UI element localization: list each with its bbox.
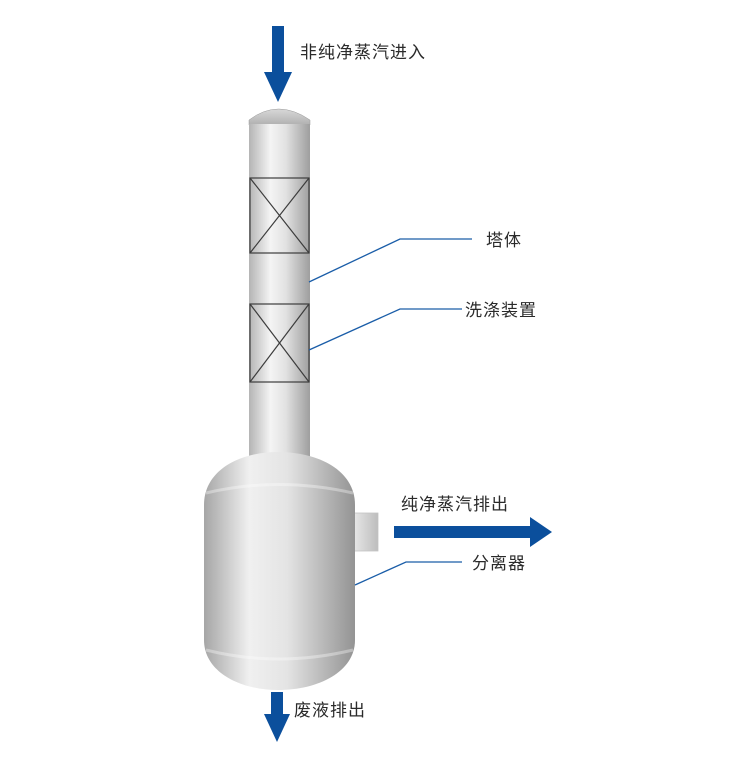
outlet-nozzle	[353, 512, 379, 552]
pure-steam-outlet-arrow	[394, 517, 552, 547]
separator-label: 分离器	[472, 554, 526, 574]
waste-outlet-arrow	[264, 692, 290, 742]
tower-body-label: 塔体	[486, 231, 522, 251]
washing-packing-upper	[249, 177, 310, 254]
leader-tower-body	[308, 238, 472, 283]
waste-outlet-label: 废液排出	[294, 701, 366, 721]
separator-vessel	[204, 452, 355, 690]
washing-device-label: 洗涤装置	[465, 301, 537, 321]
leader-washing-device	[308, 308, 462, 351]
leader-separator	[354, 561, 462, 586]
inlet-arrow	[264, 26, 292, 102]
pure-steam-outlet-label: 纯净蒸汽排出	[401, 495, 509, 515]
tower-column	[248, 108, 311, 462]
washing-packing-lower	[249, 303, 310, 383]
inlet-label: 非纯净蒸汽进入	[300, 43, 426, 63]
